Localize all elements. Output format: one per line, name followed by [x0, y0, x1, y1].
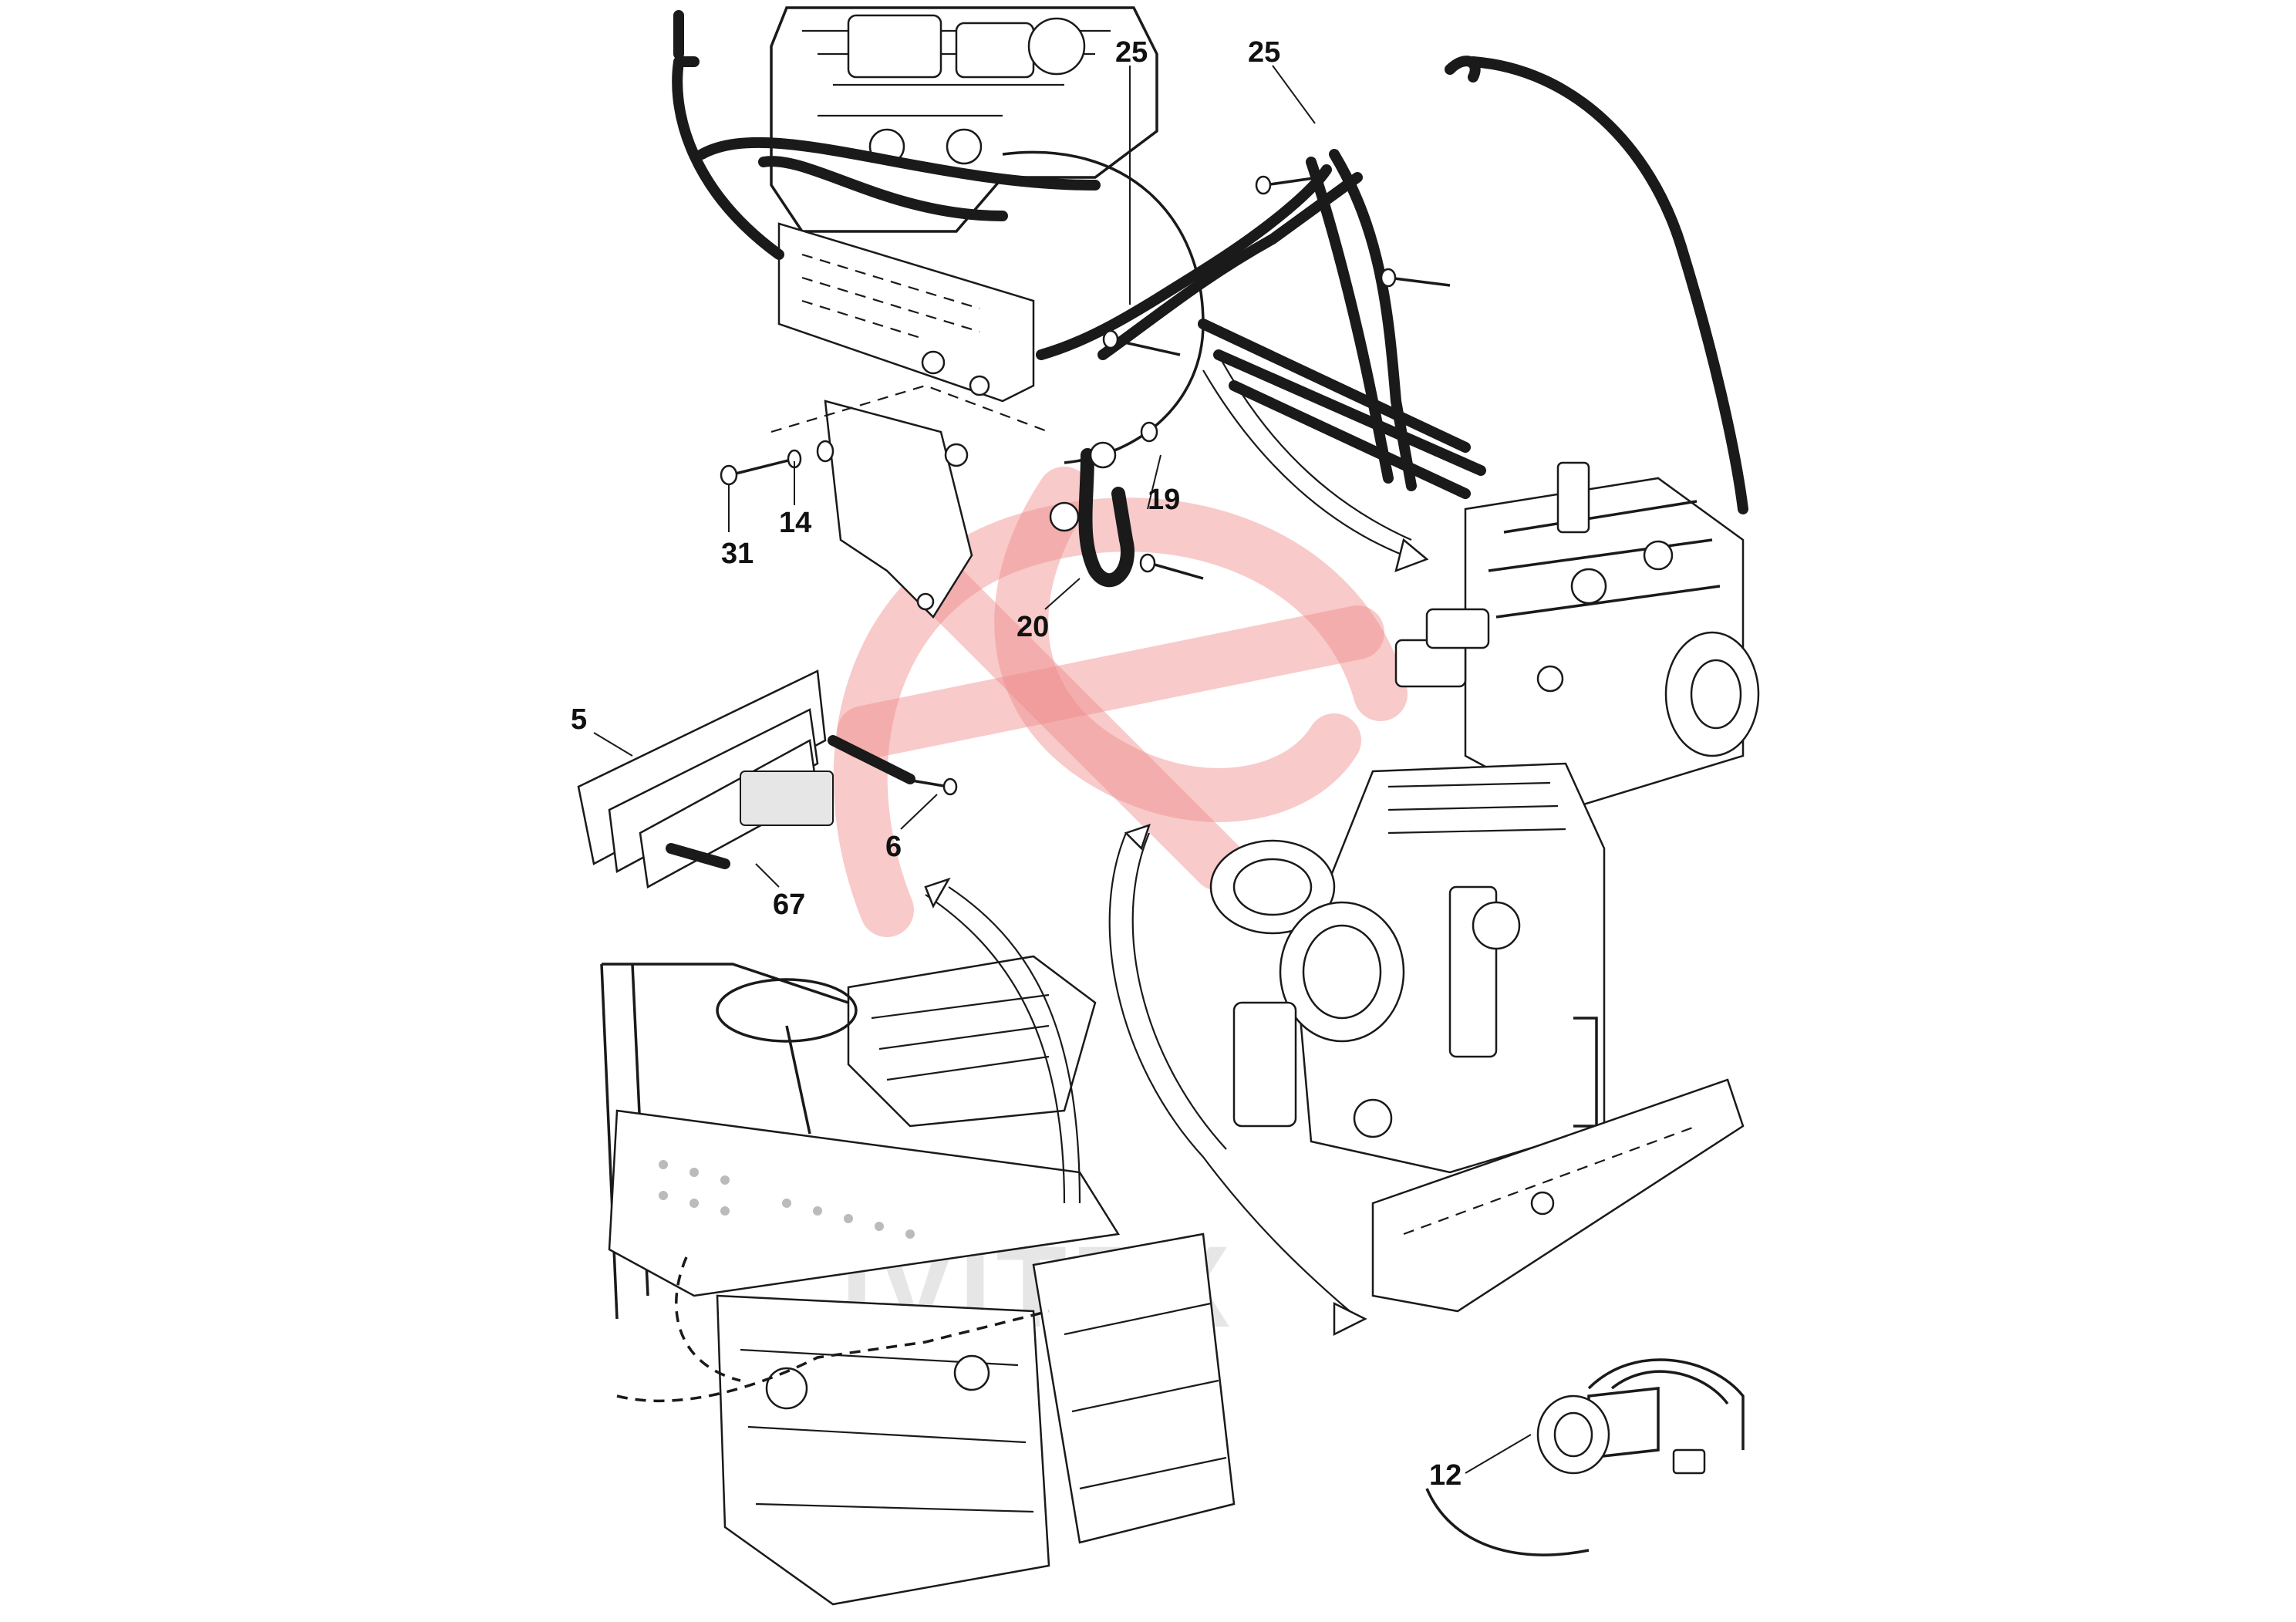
ground-strap	[1049, 441, 1135, 588]
callout-20: 20	[1017, 611, 1049, 643]
flow-arrows-lower	[924, 824, 1367, 1337]
callout-31: 31	[721, 538, 754, 570]
leader-lines	[593, 65, 1532, 1474]
hydraulic-pump	[1394, 461, 1760, 842]
engine-top-assembly	[770, 6, 1205, 619]
engine-assembly	[1209, 762, 1606, 1174]
callout-25-left: 25	[1115, 36, 1148, 69]
cover-plate-assembly	[577, 669, 958, 889]
callout-5: 5	[571, 703, 587, 736]
callout-67: 67	[773, 889, 805, 921]
machine-frame	[600, 955, 1745, 1606]
callout-25-right: 25	[1248, 36, 1280, 69]
fasteners-top	[720, 175, 1451, 580]
flow-arrow-pump	[1202, 354, 1429, 573]
callout-6: 6	[885, 831, 902, 863]
callout-labels: 25 25 19 14 31 20 5 6 67 12	[571, 36, 1462, 1492]
callout-12: 12	[1429, 1459, 1462, 1492]
solenoid-assembly	[1425, 1358, 1745, 1556]
callout-19: 19	[1148, 484, 1180, 516]
callout-14: 14	[779, 507, 811, 539]
hose-lines-top	[672, 10, 1748, 514]
